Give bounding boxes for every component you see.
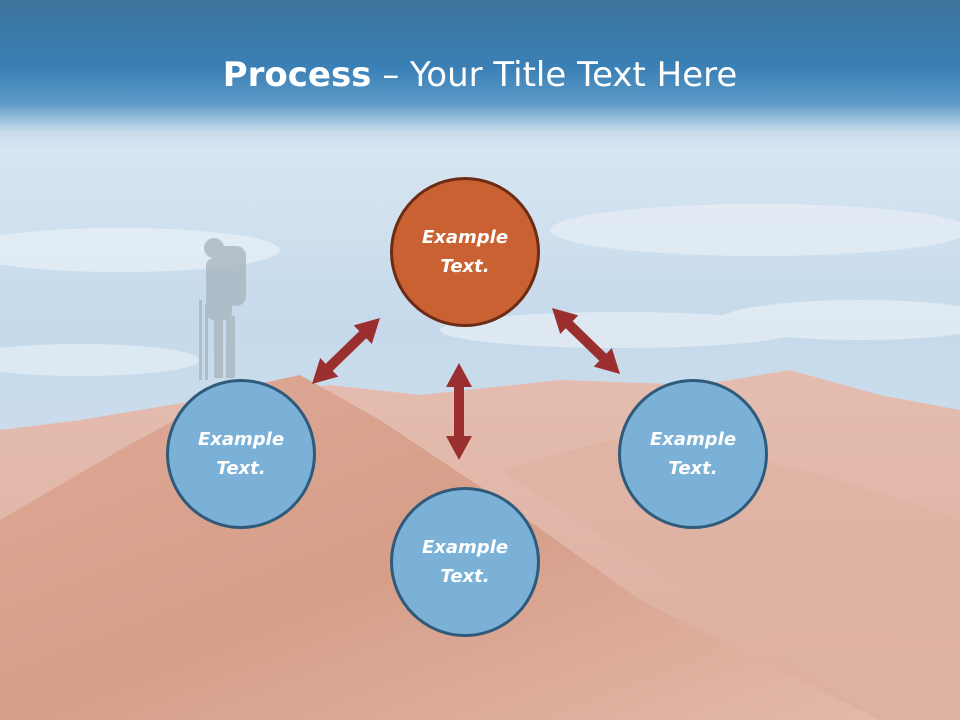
title-banner: Process – Your Title Text Here [0, 0, 960, 150]
title-rest-text: – Your Title Text Here [371, 55, 738, 95]
node-label-line1: Example [649, 429, 737, 450]
arrow-top-left [312, 318, 380, 384]
process-node-top[interactable]: Example Text. [390, 177, 540, 327]
connector-arrows [312, 308, 620, 460]
process-node-bottom[interactable]: Example Text. [390, 487, 540, 637]
arrow-top-bottom [446, 363, 472, 460]
title-bold-text: Process [222, 55, 372, 95]
hiker-silhouette [199, 238, 246, 380]
node-label-line2: Text. [668, 458, 718, 479]
node-label-line1: Example [421, 227, 509, 248]
arrow-top-right [552, 308, 620, 374]
process-node-left[interactable]: Example Text. [166, 379, 316, 529]
node-label-line2: Text. [440, 256, 490, 277]
process-node-right[interactable]: Example Text. [618, 379, 768, 529]
node-label-line2: Text. [440, 566, 490, 587]
slide-title: Process – Your Title Text Here [0, 52, 960, 98]
node-label-line1: Example [421, 537, 509, 558]
node-label-line1: Example [197, 429, 285, 450]
node-label-line2: Text. [216, 458, 266, 479]
right-dune [500, 440, 960, 720]
